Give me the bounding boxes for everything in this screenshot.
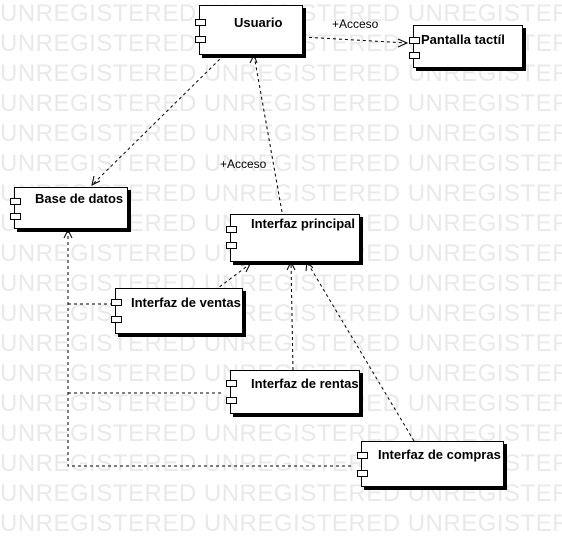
arrowhead-principal-from-rentas bbox=[286, 260, 296, 271]
component-tab-icon bbox=[111, 299, 122, 306]
component-usuario[interactable]: Usuario bbox=[195, 5, 303, 55]
component-label: Interfaz de compras bbox=[378, 447, 501, 462]
watermark-row: UNREGISTERED UNREGISTERED UNREGISTERED U… bbox=[0, 332, 562, 356]
connector-compras-principal bbox=[306, 261, 415, 442]
component-label: Interfaz principal bbox=[251, 216, 356, 231]
watermark-row: UNREGISTERED UNREGISTERED UNREGISTERED U… bbox=[0, 422, 562, 446]
arrowhead-pantalla bbox=[397, 38, 409, 48]
edge-label-principal-usuario: +Acceso bbox=[220, 157, 267, 171]
connector-usuario-base bbox=[91, 54, 225, 186]
component-interfaz-rentas[interactable]: Interfaz de rentas bbox=[226, 370, 360, 414]
watermark-row: UNREGISTERED UNREGISTERED UNREGISTERED U… bbox=[0, 92, 562, 116]
component-tab-icon bbox=[111, 316, 122, 323]
component-tab-icon bbox=[226, 380, 237, 387]
component-interfaz-compras[interactable]: Interfaz de compras bbox=[357, 441, 504, 487]
component-interfaz-principal[interactable]: Interfaz principal bbox=[226, 214, 360, 262]
component-tab-icon bbox=[195, 19, 206, 26]
component-base-de-datos[interactable]: Base de datos bbox=[10, 187, 128, 229]
connector-rentas-principal bbox=[290, 261, 294, 371]
component-pantalla-tactil[interactable]: Pantalla tactíl bbox=[409, 25, 523, 68]
component-tab-icon bbox=[409, 52, 420, 59]
arrowhead-principal-from-compras bbox=[305, 260, 314, 272]
arrowhead-base-from-interfaces bbox=[63, 228, 73, 239]
component-tab-icon bbox=[357, 452, 368, 459]
connector-usuario-pantalla bbox=[302, 36, 408, 44]
watermark-row: UNREGISTERED UNREGISTERED UNREGISTERED U… bbox=[0, 482, 562, 506]
watermark-row: UNREGISTERED UNREGISTERED UNREGISTERED U… bbox=[0, 182, 562, 206]
watermark-row: UNREGISTERED UNREGISTERED UNREGISTERED U… bbox=[0, 152, 562, 176]
arrowhead-base bbox=[91, 175, 101, 186]
connector-db-trunk bbox=[67, 230, 354, 467]
component-label: Interfaz de rentas bbox=[251, 376, 359, 391]
watermark-row: UNREGISTERED UNREGISTERED UNREGISTERED U… bbox=[0, 122, 562, 146]
component-tab-icon bbox=[226, 242, 237, 249]
component-label: Pantalla tactíl bbox=[421, 32, 505, 47]
connector-principal-usuario bbox=[253, 54, 283, 213]
component-label: Usuario bbox=[234, 15, 283, 30]
component-tab-icon bbox=[357, 470, 368, 477]
component-label: Base de datos bbox=[35, 191, 124, 206]
edge-label-usuario-pantalla: +Acceso bbox=[332, 17, 379, 31]
arrowhead-principal-from-ventas bbox=[240, 263, 251, 273]
component-tab-icon bbox=[10, 213, 21, 220]
component-tab-icon bbox=[409, 37, 420, 44]
component-tab-icon bbox=[195, 36, 206, 43]
component-label: Interfaz de ventas bbox=[131, 295, 241, 310]
component-tab-icon bbox=[226, 397, 237, 404]
component-tab-icon bbox=[226, 226, 237, 233]
component-interfaz-ventas[interactable]: Interfaz de ventas bbox=[111, 288, 243, 334]
arrowhead-usuario bbox=[249, 53, 258, 64]
component-tab-icon bbox=[10, 198, 21, 205]
